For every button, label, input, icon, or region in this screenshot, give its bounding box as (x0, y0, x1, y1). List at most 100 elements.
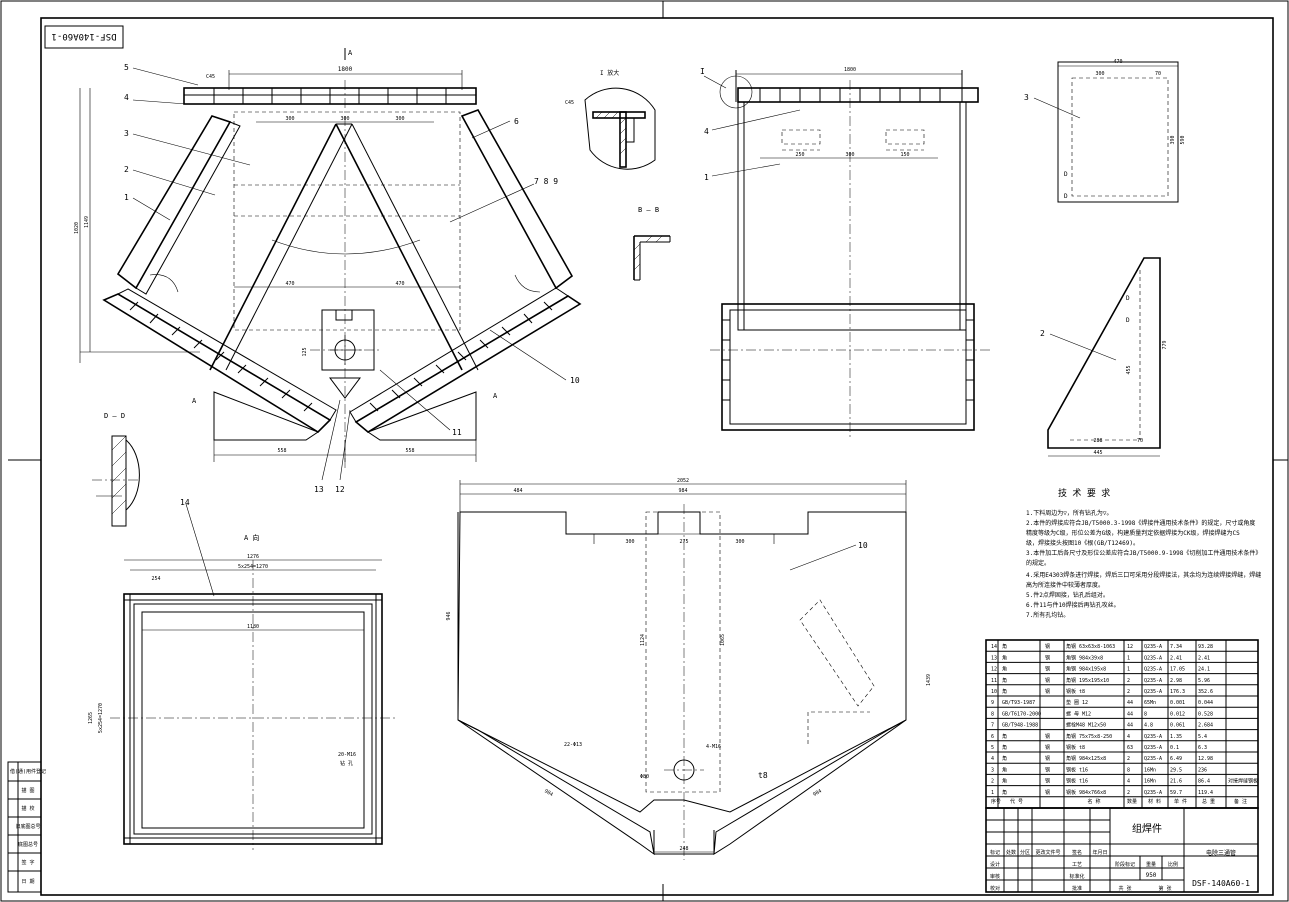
bom-cell: 角 (1002, 666, 1007, 673)
side-strip-2: 描 校 (21, 805, 34, 812)
bom-h-5: 单 件 (1174, 798, 1187, 805)
bom-cell: 角 (1002, 677, 1007, 684)
bom-cell: 螺栓M48 M12x50 (1066, 722, 1106, 729)
bom-cell: 2.41 (1198, 655, 1210, 661)
bom-cell: 钢 (1045, 744, 1050, 751)
bom-cell: 角 (1002, 643, 1007, 650)
bom-cell: 14 (991, 644, 997, 650)
bom-cell: 角钢 75x75x8-250 (1066, 733, 1112, 740)
bom-cell: 29.5 (1170, 767, 1182, 773)
bom-cell: 2 (1127, 678, 1130, 684)
bom-cell: 角 (1002, 766, 1007, 773)
bom-cell: 钢 (1045, 778, 1050, 785)
bom-cell: 角 (1002, 755, 1007, 762)
view-a: A 向 1276 5x254=1270 254 1180 1265 5x254=… (88, 498, 395, 850)
callout-1: 1 (124, 193, 129, 202)
bom-cell: 钢板 t16 (1066, 766, 1088, 773)
tb-r1-3: 更改文件号 (1035, 849, 1060, 856)
bom-cell: GB/T6170-2000 (1002, 711, 1041, 717)
bom-cell: 0.012 (1170, 711, 1185, 717)
part-3-plate: 470 300 70 390 590 3 D D (1024, 59, 1186, 203)
bom-cell: Q235-A (1144, 667, 1162, 673)
bom-cell: GB/T93-1987 (1002, 700, 1035, 706)
side-top-dim: 1800 (844, 67, 856, 73)
p2-d2: D (1126, 317, 1130, 324)
bom-cell: 0.044 (1198, 700, 1213, 706)
dev-phi80: Φ80 (640, 774, 649, 780)
va-1180: 1180 (247, 624, 259, 630)
side-strip-1: 描 图 (21, 787, 34, 794)
p3-d2: D (1064, 193, 1068, 200)
p3-300: 300 (1095, 71, 1104, 77)
bom-h-4: 材 料 (1148, 798, 1161, 805)
dim-1149: 1149 (84, 216, 90, 228)
dev-300b: 300 (735, 539, 744, 545)
side-view: 1800 250 300 150 I 4 1 (700, 67, 990, 440)
p2-d1: D (1126, 295, 1130, 302)
callout-2: 2 (124, 165, 129, 174)
dev-4m16: 4-M16 (706, 744, 721, 750)
dev-1065: 1065 (720, 634, 726, 646)
bom-cell: 8 (1127, 767, 1130, 773)
bom-cell: 2.41 (1170, 655, 1182, 661)
bom-h-1: 代 号 (1010, 798, 1023, 805)
dev-1124: 1124 (640, 634, 646, 646)
bom-cell: 0.001 (1170, 700, 1185, 706)
p2-288: 288 (1093, 438, 1102, 444)
side-strip-4: 底图总号 (18, 841, 38, 848)
dev-984: 984 (678, 488, 687, 494)
bom-cell: 24.1 (1198, 667, 1210, 673)
p3-590: 590 (1180, 135, 1186, 144)
bom-cell: 17.05 (1170, 667, 1185, 673)
dev-callout-10: 10 (858, 541, 868, 550)
bom-cell: 钢 (1045, 677, 1050, 684)
p3-390: 390 (1170, 135, 1176, 144)
bom-cell: 钢 (1045, 733, 1050, 740)
bom-cell: 角 (1002, 688, 1007, 695)
mark-a-left: A (192, 397, 197, 405)
p2-445: 445 (1093, 450, 1102, 456)
bom-cell: 角钢 984x125x8 (1066, 755, 1106, 762)
bom-cell: 角钢 195x195x10 (1066, 677, 1109, 684)
mark-a-top: A (348, 49, 353, 57)
bom-cell: 4 (1127, 734, 1130, 740)
bom-cell: 2 (1127, 689, 1130, 695)
bom-cell: Q235-A (1144, 689, 1162, 695)
mark-i: I (700, 67, 705, 76)
bom-h-0: 序号 (991, 798, 1001, 805)
p3-d1: D (1064, 171, 1068, 178)
bom-cell: 角 (1002, 733, 1007, 740)
bom-cell: 1.35 (1170, 734, 1182, 740)
development-view: 2052 484 984 300 275 300 946 1439 1124 1… (446, 478, 932, 860)
bom-cell: 7.34 (1170, 644, 1182, 650)
dev-484: 484 (513, 488, 522, 494)
bom-cell: 5.4 (1198, 734, 1207, 740)
side-callout-4: 4 (704, 127, 709, 136)
dim-300a: 300 (285, 116, 294, 122)
callout-12: 12 (335, 485, 345, 494)
dev-984b: 984 (812, 788, 823, 798)
detail-i: I 放大 C45 (565, 69, 656, 170)
callout-11: 11 (452, 428, 462, 437)
tb-stage: 阶段标记 (1115, 861, 1135, 868)
dim-470b: 470 (395, 281, 404, 287)
mark-a-right: A (493, 392, 498, 400)
bom-cell: 角钢 63x63x8-1063 (1066, 643, 1115, 650)
dev-holes: 22-Φ13 (564, 742, 582, 748)
sec-dd-label: D — D (104, 412, 125, 420)
bom-cell: 钢 (1045, 654, 1050, 661)
bom-cell: Q235-A (1144, 790, 1162, 796)
tech-item-2: 精度等级为C级，形位公差为G级，构建质量判定依据焊接为CK级，焊接焊缝为CS (1026, 529, 1240, 537)
bom-cell: 4 (991, 756, 994, 762)
section-bb: B — B (633, 206, 671, 281)
bom-cell: 7 (991, 723, 994, 729)
bom-cell: 12.98 (1198, 756, 1213, 762)
callout-14: 14 (180, 498, 190, 507)
bom-cell: Q235-A (1144, 655, 1162, 661)
zone-ticks (8, 1, 1288, 901)
dim-300b: 300 (340, 116, 349, 122)
bom-cell: 钢板 984x766x8 (1066, 789, 1106, 796)
bom-cell: 钢 (1045, 688, 1050, 695)
tech-item-6: 4.采用E4303焊条进行焊接，焊后三口可采用分段焊接法，其余均为连续焊接焊缝，… (1026, 571, 1261, 579)
